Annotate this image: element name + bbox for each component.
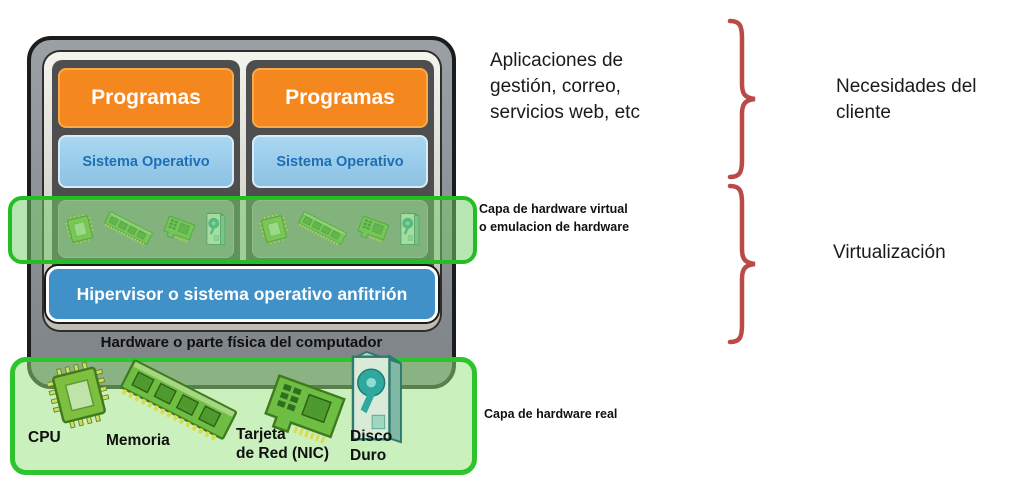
network-card-label: Tarjeta de Red (NIC) xyxy=(236,426,329,462)
physical-hardware-caption: Hardware o parte física del computador xyxy=(100,334,383,351)
client-needs-brace-icon xyxy=(727,18,756,180)
memory-label: Memoria xyxy=(106,432,170,449)
programs-box: Programas xyxy=(252,68,428,128)
hypervisor-bar: Hipervisor o sistema operativo anfitrión xyxy=(46,266,438,322)
virtualization-label: Virtualización xyxy=(833,242,946,263)
applications-annotation: Aplicaciones de gestión, correo, servici… xyxy=(490,50,640,123)
programs-box: Programas xyxy=(58,68,234,128)
virtualization-brace-icon xyxy=(727,183,756,345)
cpu-label: CPU xyxy=(28,429,61,446)
cpu-icon xyxy=(48,360,110,430)
operating-system-box: Sistema Operativo xyxy=(252,135,428,188)
real-hw-layer-annotation: Capa de hardware real xyxy=(484,407,618,421)
virtual-hw-layer-annotation: Capa de hardware virtual o emulacion de … xyxy=(479,202,630,234)
client-needs-label: Necesidades del cliente xyxy=(836,76,977,123)
virtual-hardware-layer-highlight xyxy=(8,196,477,264)
hard-disk-label: Disco Duro xyxy=(350,428,393,464)
operating-system-box: Sistema Operativo xyxy=(58,135,234,188)
